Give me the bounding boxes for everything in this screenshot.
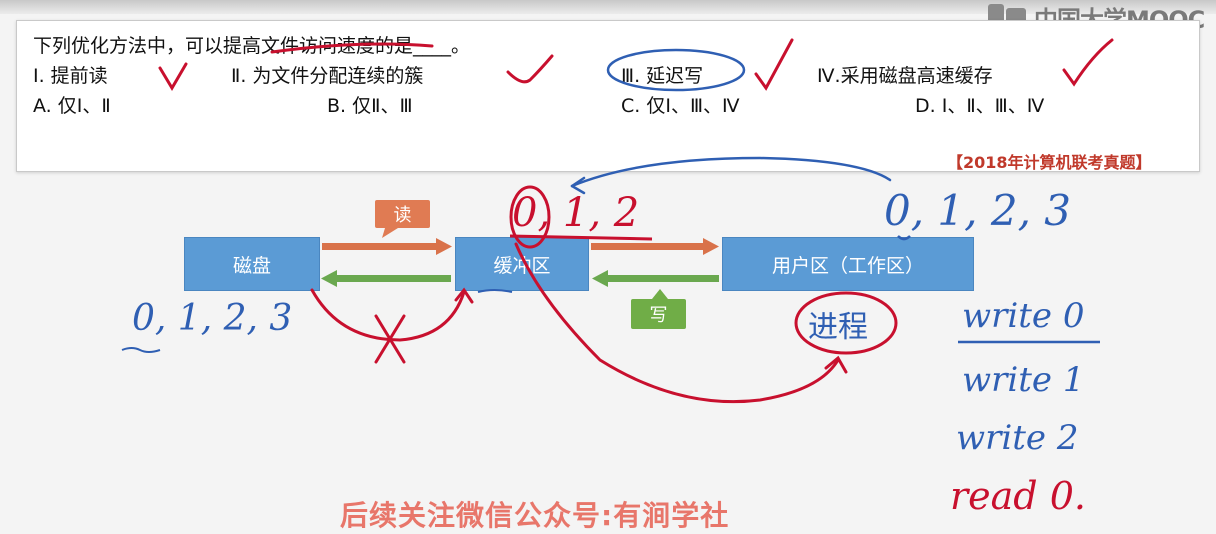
write-tag-pointer <box>652 289 668 299</box>
option-d: D. Ⅰ、Ⅱ、Ⅲ、Ⅳ <box>915 95 1045 117</box>
item-4: Ⅳ.采用磁盘高速缓存 <box>817 65 993 87</box>
footer-watermark: 后续关注微信公众号:有涧学社 <box>340 499 730 532</box>
user-to-buffer-curve <box>570 156 892 195</box>
write-tag-label: 写 <box>649 305 668 326</box>
buffer-blocks: 0, 1, 2 <box>512 190 640 236</box>
item-2: Ⅱ. 为文件分配连续的簇 <box>231 65 424 87</box>
check-marks <box>158 38 1114 91</box>
option-c: C. 仅Ⅰ、Ⅲ、Ⅳ <box>621 95 740 117</box>
user-to-buffer-arrow <box>592 270 719 287</box>
check-mark-icon <box>506 54 554 84</box>
op-read-0: read 0. <box>950 474 1086 518</box>
read-tag-label: 读 <box>393 205 412 226</box>
op-write-0: write 0 <box>962 296 1085 336</box>
user-area-box: 用户区（工作区） <box>722 237 974 291</box>
item-1: Ⅰ. 提前读 <box>33 65 108 87</box>
top-bar <box>0 0 1216 14</box>
read-tag: 读 <box>375 200 430 228</box>
buffer-to-process-curve <box>514 242 848 404</box>
process-circle <box>794 291 898 355</box>
buffer-underline <box>509 234 653 241</box>
underline-mark <box>270 42 434 54</box>
squiggle-mark <box>121 347 161 353</box>
option-b: B. 仅Ⅱ、Ⅲ <box>327 95 413 117</box>
user-zero-mark <box>897 235 911 241</box>
user-blocks: 0, 1, 2, 3 <box>884 186 1071 235</box>
check-mark-icon <box>1062 38 1114 87</box>
process-label: 进程 <box>808 310 868 345</box>
buffer-zero-circle <box>509 185 551 249</box>
option-a: A. 仅Ⅰ、Ⅱ <box>33 95 111 117</box>
question-source: 【2018年计算机联考真题】 <box>947 153 1152 172</box>
op-write-2: write 2 <box>956 418 1079 458</box>
buffer-to-disk-arrow <box>321 270 451 287</box>
buffer-to-user-arrow <box>591 238 719 255</box>
cross-icon <box>374 314 406 364</box>
question-card: 下列优化方法中，可以提高文件访问速度的是____。 Ⅰ. 提前读 Ⅱ. 为文件分… <box>16 20 1200 172</box>
squiggle-mark <box>477 289 513 293</box>
circle-highlight <box>606 48 746 92</box>
user-area-label: 用户区（工作区） <box>771 254 924 277</box>
disk-to-buffer-arrow <box>322 238 452 255</box>
op-write-1: write 1 <box>962 360 1085 400</box>
question-stem: 下列优化方法中，可以提高文件访问速度的是____。 <box>33 35 471 57</box>
write-tag: 写 <box>631 299 686 329</box>
check-mark-icon <box>754 38 794 91</box>
disk-box: 磁盘 <box>184 237 320 291</box>
disk-blocks: 0, 1, 2, 3 <box>132 298 293 339</box>
item-3: Ⅲ. 延迟写 <box>621 65 704 87</box>
disk-to-buffer-curve <box>310 287 474 364</box>
buffer-label: 缓冲区 <box>493 254 551 277</box>
disk-label: 磁盘 <box>232 254 271 277</box>
check-mark-icon <box>158 62 188 91</box>
read-tag-pointer <box>382 228 398 238</box>
